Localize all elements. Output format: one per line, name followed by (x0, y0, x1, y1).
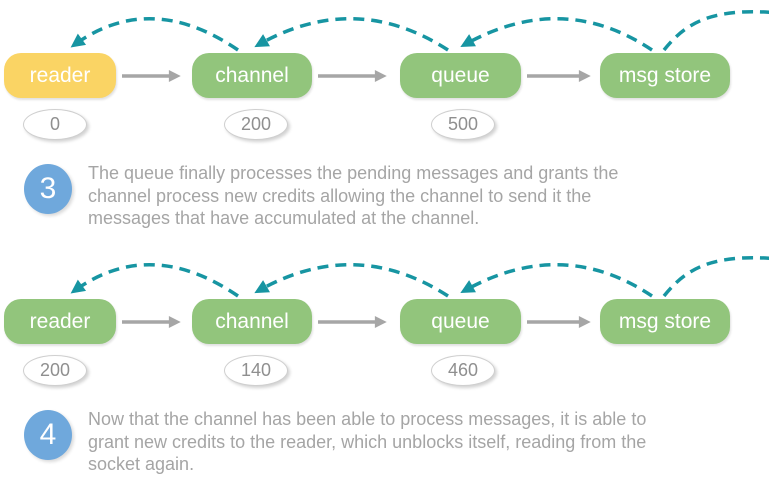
step-3-text: The queue finally processes the pending … (88, 163, 619, 228)
row-1-arrows-layer (70, 10, 769, 82)
diagram-row-1: reader channel queue msg store 0 200 500 (0, 0, 769, 150)
node-queue: queue (400, 53, 521, 98)
credit-badge-queue: 460 (431, 355, 495, 386)
credit-badge-channel: 140 (224, 355, 288, 386)
credit-badge-reader: 0 (23, 109, 87, 140)
credit-arc-msg-store-to-queue (460, 16, 653, 52)
node-channel: channel (192, 299, 312, 344)
node-reader: reader (4, 53, 116, 98)
credit-badge-queue: 500 (431, 109, 495, 140)
credit-badge-reader: 200 (23, 355, 87, 386)
step-4-badge: 4 (24, 410, 72, 460)
node-channel: channel (192, 53, 312, 98)
credit-arc-offscreen-to-msg-store (662, 10, 769, 52)
credit-arc-offscreen-to-msg-store (662, 256, 769, 298)
node-msg-store: msg store (600, 299, 730, 344)
diagram-row-2: reader channel queue msg store 200 140 4… (0, 246, 769, 396)
credit-arc-channel-to-reader (70, 17, 239, 52)
row-2-arrows-layer (70, 256, 769, 328)
credit-arc-queue-to-channel (254, 16, 449, 52)
credit-arc-channel-to-reader (70, 263, 239, 298)
credit-arc-queue-to-channel (254, 262, 449, 298)
step-4-text: Now that the channel has been able to pr… (88, 409, 647, 474)
node-msg-store: msg store (600, 53, 730, 98)
step-3-badge: 3 (24, 164, 72, 214)
node-queue: queue (400, 299, 521, 344)
credit-arc-msg-store-to-queue (460, 262, 653, 298)
credit-badge-channel: 200 (224, 109, 288, 140)
node-reader: reader (4, 299, 116, 344)
